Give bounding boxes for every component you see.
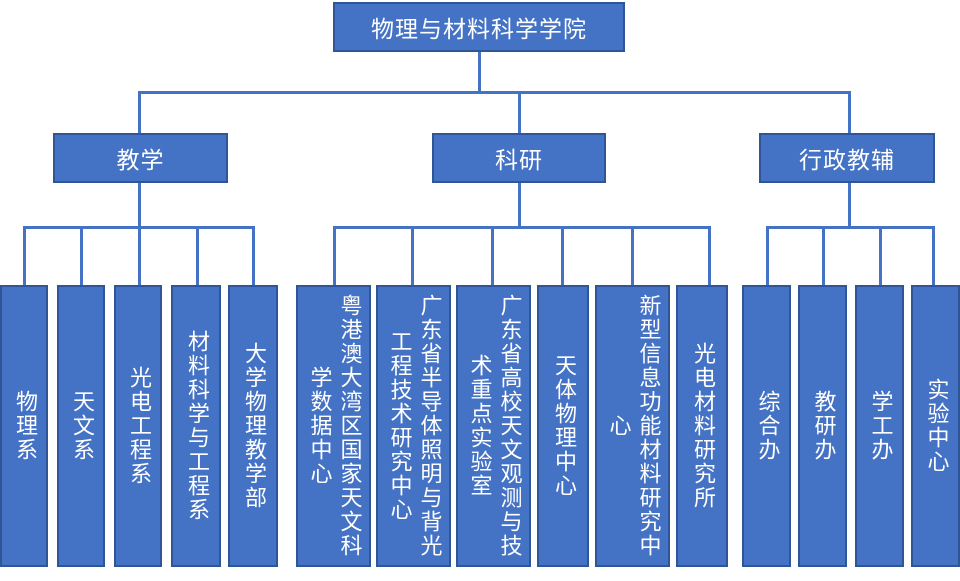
connector-teaching-leaf xyxy=(23,226,26,286)
unit-materials-dept: 材料科学与工程系 xyxy=(171,285,221,567)
unit-semiconductor-lighting-center: 广东省半导体照明与背光工程技术研究中心 xyxy=(376,285,451,567)
connector-admin-bar xyxy=(766,226,935,229)
connector-admin-leaf xyxy=(766,226,769,286)
connector-admin-leaf xyxy=(932,226,935,286)
connector-teaching-leaf xyxy=(80,226,83,286)
connector-to-research xyxy=(518,91,521,133)
unit-info-materials-center: 新型信息功能材料研究中心 xyxy=(595,285,670,567)
unit-astronomy-data-center: 粤港澳大湾区国家天文科学数据中心 xyxy=(296,285,371,567)
connector-teaching-down xyxy=(138,182,141,228)
unit-college-physics-teaching: 大学物理教学部 xyxy=(228,285,278,567)
connector-research-leaf xyxy=(708,226,711,286)
connector-admin-leaf xyxy=(879,226,882,286)
unit-optoelectronic-eng-dept: 光电工程系 xyxy=(114,285,162,567)
connector-root-down xyxy=(478,52,481,92)
connector-admin-down xyxy=(848,182,851,228)
root-node: 物理与材料科学学院 xyxy=(333,2,625,52)
unit-optoelectronic-materials-institute: 光电材料研究所 xyxy=(676,285,728,567)
connector-to-teaching xyxy=(138,91,141,133)
connector-research-leaf xyxy=(561,226,564,286)
connector-level1-bar xyxy=(138,91,851,94)
branch-research: 科研 xyxy=(432,133,606,183)
unit-astronomy-dept: 天文系 xyxy=(57,285,105,567)
connector-research-leaf xyxy=(333,226,336,286)
connector-teaching-leaf xyxy=(138,226,141,286)
connector-to-admin xyxy=(848,91,851,133)
unit-general-office: 综合办 xyxy=(742,285,791,567)
unit-astrophysics-center: 天体物理中心 xyxy=(537,285,589,567)
unit-teaching-research-office: 教研办 xyxy=(798,285,847,567)
connector-research-leaf xyxy=(491,226,494,286)
connector-research-leaf xyxy=(411,226,414,286)
connector-admin-leaf xyxy=(822,226,825,286)
connector-research-leaf xyxy=(631,226,634,286)
unit-astronomy-observation-lab: 广东省高校天文观测与技术重点实验室 xyxy=(456,285,531,567)
branch-admin: 行政教辅 xyxy=(759,133,935,183)
connector-teaching-leaf xyxy=(252,226,255,286)
connector-teaching-leaf xyxy=(196,226,199,286)
unit-student-affairs-office: 学工办 xyxy=(855,285,904,567)
unit-experiment-center: 实验中心 xyxy=(911,285,960,567)
unit-physics-dept: 物理系 xyxy=(0,285,48,567)
connector-research-bar xyxy=(333,226,711,229)
branch-teaching: 教学 xyxy=(53,133,228,183)
connector-research-down xyxy=(518,182,521,228)
